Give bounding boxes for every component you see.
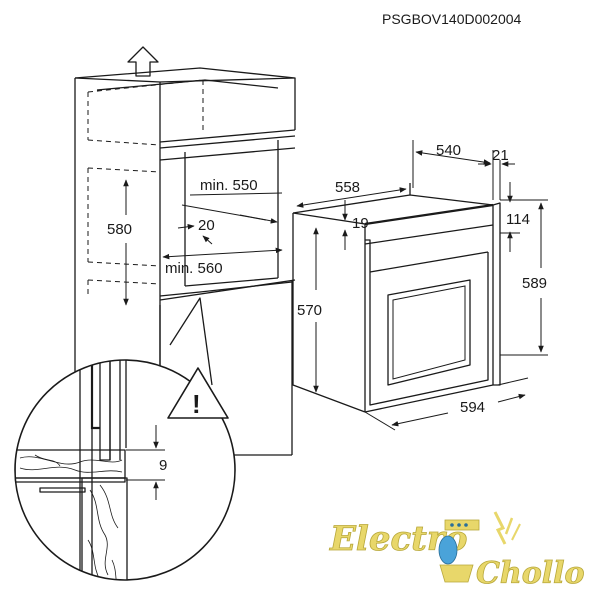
dim-gap-20: 20 <box>177 217 215 245</box>
label-20: 20 <box>198 217 215 234</box>
oven <box>292 183 501 413</box>
detail-leader <box>169 297 213 386</box>
label-114: 114 <box>506 211 530 228</box>
electrochollo-logo: Electro Chollo <box>329 511 585 591</box>
washing-bucket-icon <box>438 519 480 583</box>
label-19: 19 <box>352 215 369 232</box>
label-558: 558 <box>335 179 360 196</box>
warning-icon: ! <box>167 367 229 419</box>
dim-niche-height: 580 <box>107 179 132 306</box>
label-594: 594 <box>460 399 485 416</box>
dim-top-19: 19 <box>342 200 369 250</box>
label-570: 570 <box>297 302 322 319</box>
warning-symbol: ! <box>192 389 201 419</box>
dim-oven-depth-540: 540 <box>412 140 491 188</box>
dim-oven-height-570: 570 <box>297 227 322 393</box>
dim-oven-width-594: 594 <box>364 377 529 431</box>
spark-icon <box>493 511 521 545</box>
dim-niche-depth: min. 550 <box>181 177 283 224</box>
logo-word-chollo: Chollo <box>476 556 585 591</box>
dim-oven-height-589: 589 <box>500 199 548 356</box>
dim-niche-width: min. 560 <box>162 247 283 277</box>
label-580: 580 <box>107 221 132 238</box>
up-arrow-icon <box>127 46 159 77</box>
drawing-code: PSGBOV140D002004 <box>382 11 522 27</box>
dim-front-21: 21 <box>478 147 515 200</box>
label-min-560: min. 560 <box>165 260 223 277</box>
label-540: 540 <box>436 142 461 159</box>
label-9: 9 <box>159 457 167 474</box>
label-21: 21 <box>492 147 509 164</box>
dim-panel-114: 114 <box>500 182 530 252</box>
dim-oven-width-558: 558 <box>296 179 407 208</box>
label-min-550: min. 550 <box>200 177 258 194</box>
label-589: 589 <box>522 275 547 292</box>
